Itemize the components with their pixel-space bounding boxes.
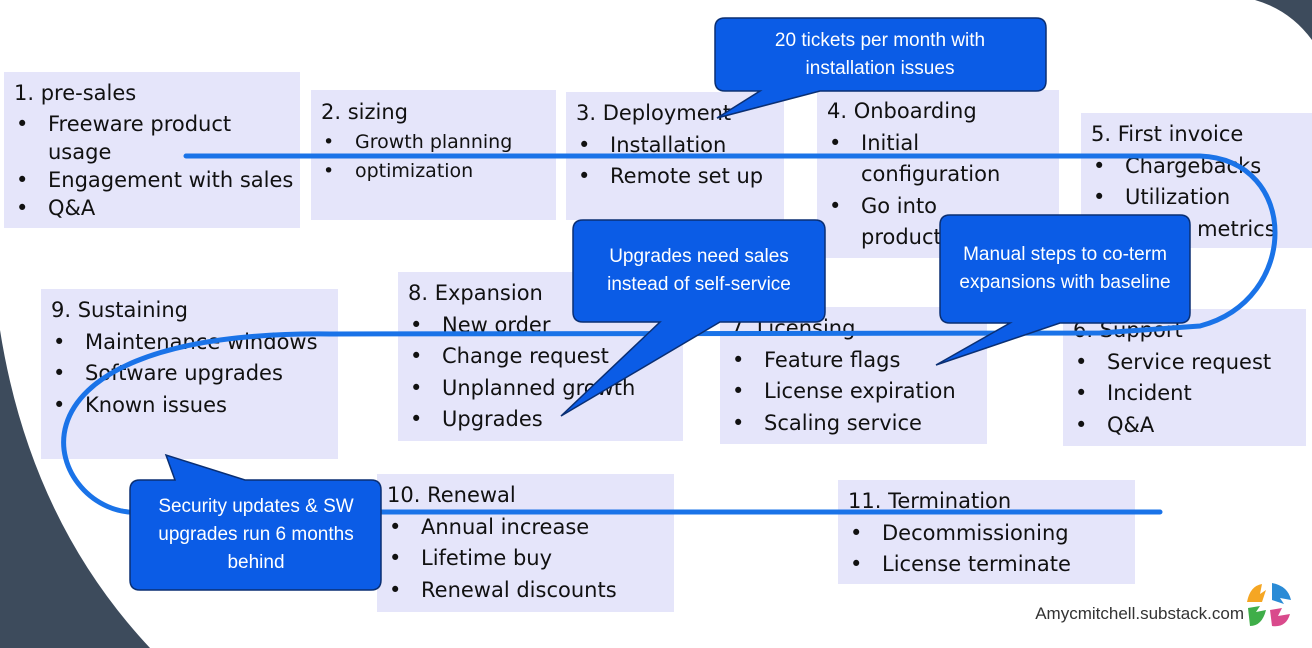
stage-box-sizing: 2. sizing Growth planning optimization <box>311 90 556 220</box>
stage-item: Remote set up <box>576 161 778 193</box>
bottom-left-curve-shape <box>0 330 150 648</box>
stage-item: Q&A <box>1073 410 1300 442</box>
stage-item: Lifetime buy <box>387 543 668 575</box>
stage-item: License expiration <box>730 376 981 408</box>
callout-text-tickets: 20 tickets per month with installation i… <box>774 30 986 79</box>
stage-item: Utilization <box>1091 182 1306 214</box>
stage-item: Installation <box>576 130 778 162</box>
stage-title: 9. Sustaining <box>51 298 189 322</box>
stage-item: Growth planning <box>321 128 550 157</box>
stage-title: 4. Onboarding <box>827 99 977 123</box>
stage-title: 1. pre-sales <box>14 81 137 105</box>
stage-item: Q&A <box>14 194 294 222</box>
stage-title: 3. Deployment <box>576 101 732 125</box>
stage-box-termination: 11. Termination Decommissioning License … <box>838 480 1135 584</box>
stage-title: 5. First invoice <box>1091 122 1244 146</box>
stage-item: Freeware product usage <box>14 110 294 166</box>
stage-item: Incident <box>1073 378 1300 410</box>
stage-title: 10. Renewal <box>387 483 516 507</box>
stage-item: Renewal discounts <box>387 575 668 607</box>
stage-item: Engagement with sales <box>14 166 294 194</box>
stage-item: Software upgrades <box>51 358 332 390</box>
stage-item: Known issues <box>51 390 332 422</box>
stage-title: 11. Termination <box>848 489 1012 513</box>
callout-text-coterm: Manual steps to co-term expansions with … <box>959 244 1171 293</box>
top-right-corner-shape <box>1255 0 1312 40</box>
hands-logo-icon <box>1244 580 1294 630</box>
stage-title: 2. sizing <box>321 100 408 124</box>
stage-box-pre-sales: 1. pre-sales Freeware product usage Enga… <box>4 72 300 228</box>
stage-item: Annual increase <box>387 512 668 544</box>
stage-item: Change request <box>408 341 677 373</box>
stage-box-support: 6. Support Service request Incident Q&A <box>1063 309 1306 446</box>
callout-text-security: Security updates & SW upgrades run 6 mon… <box>158 496 354 573</box>
stage-box-deployment: 3. Deployment Installation Remote set up <box>566 92 784 220</box>
stage-box-renewal: 10. Renewal Annual increase Lifetime buy… <box>377 474 674 612</box>
stage-item: optimization <box>321 157 550 186</box>
stage-box-sustaining: 9. Sustaining Maintenance windows Softwa… <box>41 289 338 459</box>
stage-item: Decommissioning <box>848 518 1129 550</box>
stage-item: Service request <box>1073 347 1300 379</box>
stage-item: Unplanned growth <box>408 373 677 405</box>
callout-text-upgrades: Upgrades need sales instead of self-serv… <box>607 246 791 295</box>
stage-box-licensing: 7. Licensing Feature flags License expir… <box>720 307 987 444</box>
stage-item: Feature flags <box>730 345 981 377</box>
stage-item: Chargebacks <box>1091 151 1306 183</box>
stage-title: 6. Support <box>1073 318 1183 342</box>
stage-item: Initial configuration <box>827 128 1053 191</box>
footer-site-text: Amycmitchell.substack.com <box>1035 604 1244 623</box>
stage-item: Maintenance windows <box>51 327 332 359</box>
stage-item: License terminate <box>848 549 1129 581</box>
stage-item: Scaling service <box>730 408 981 440</box>
stage-item: Upgrades <box>408 404 677 436</box>
